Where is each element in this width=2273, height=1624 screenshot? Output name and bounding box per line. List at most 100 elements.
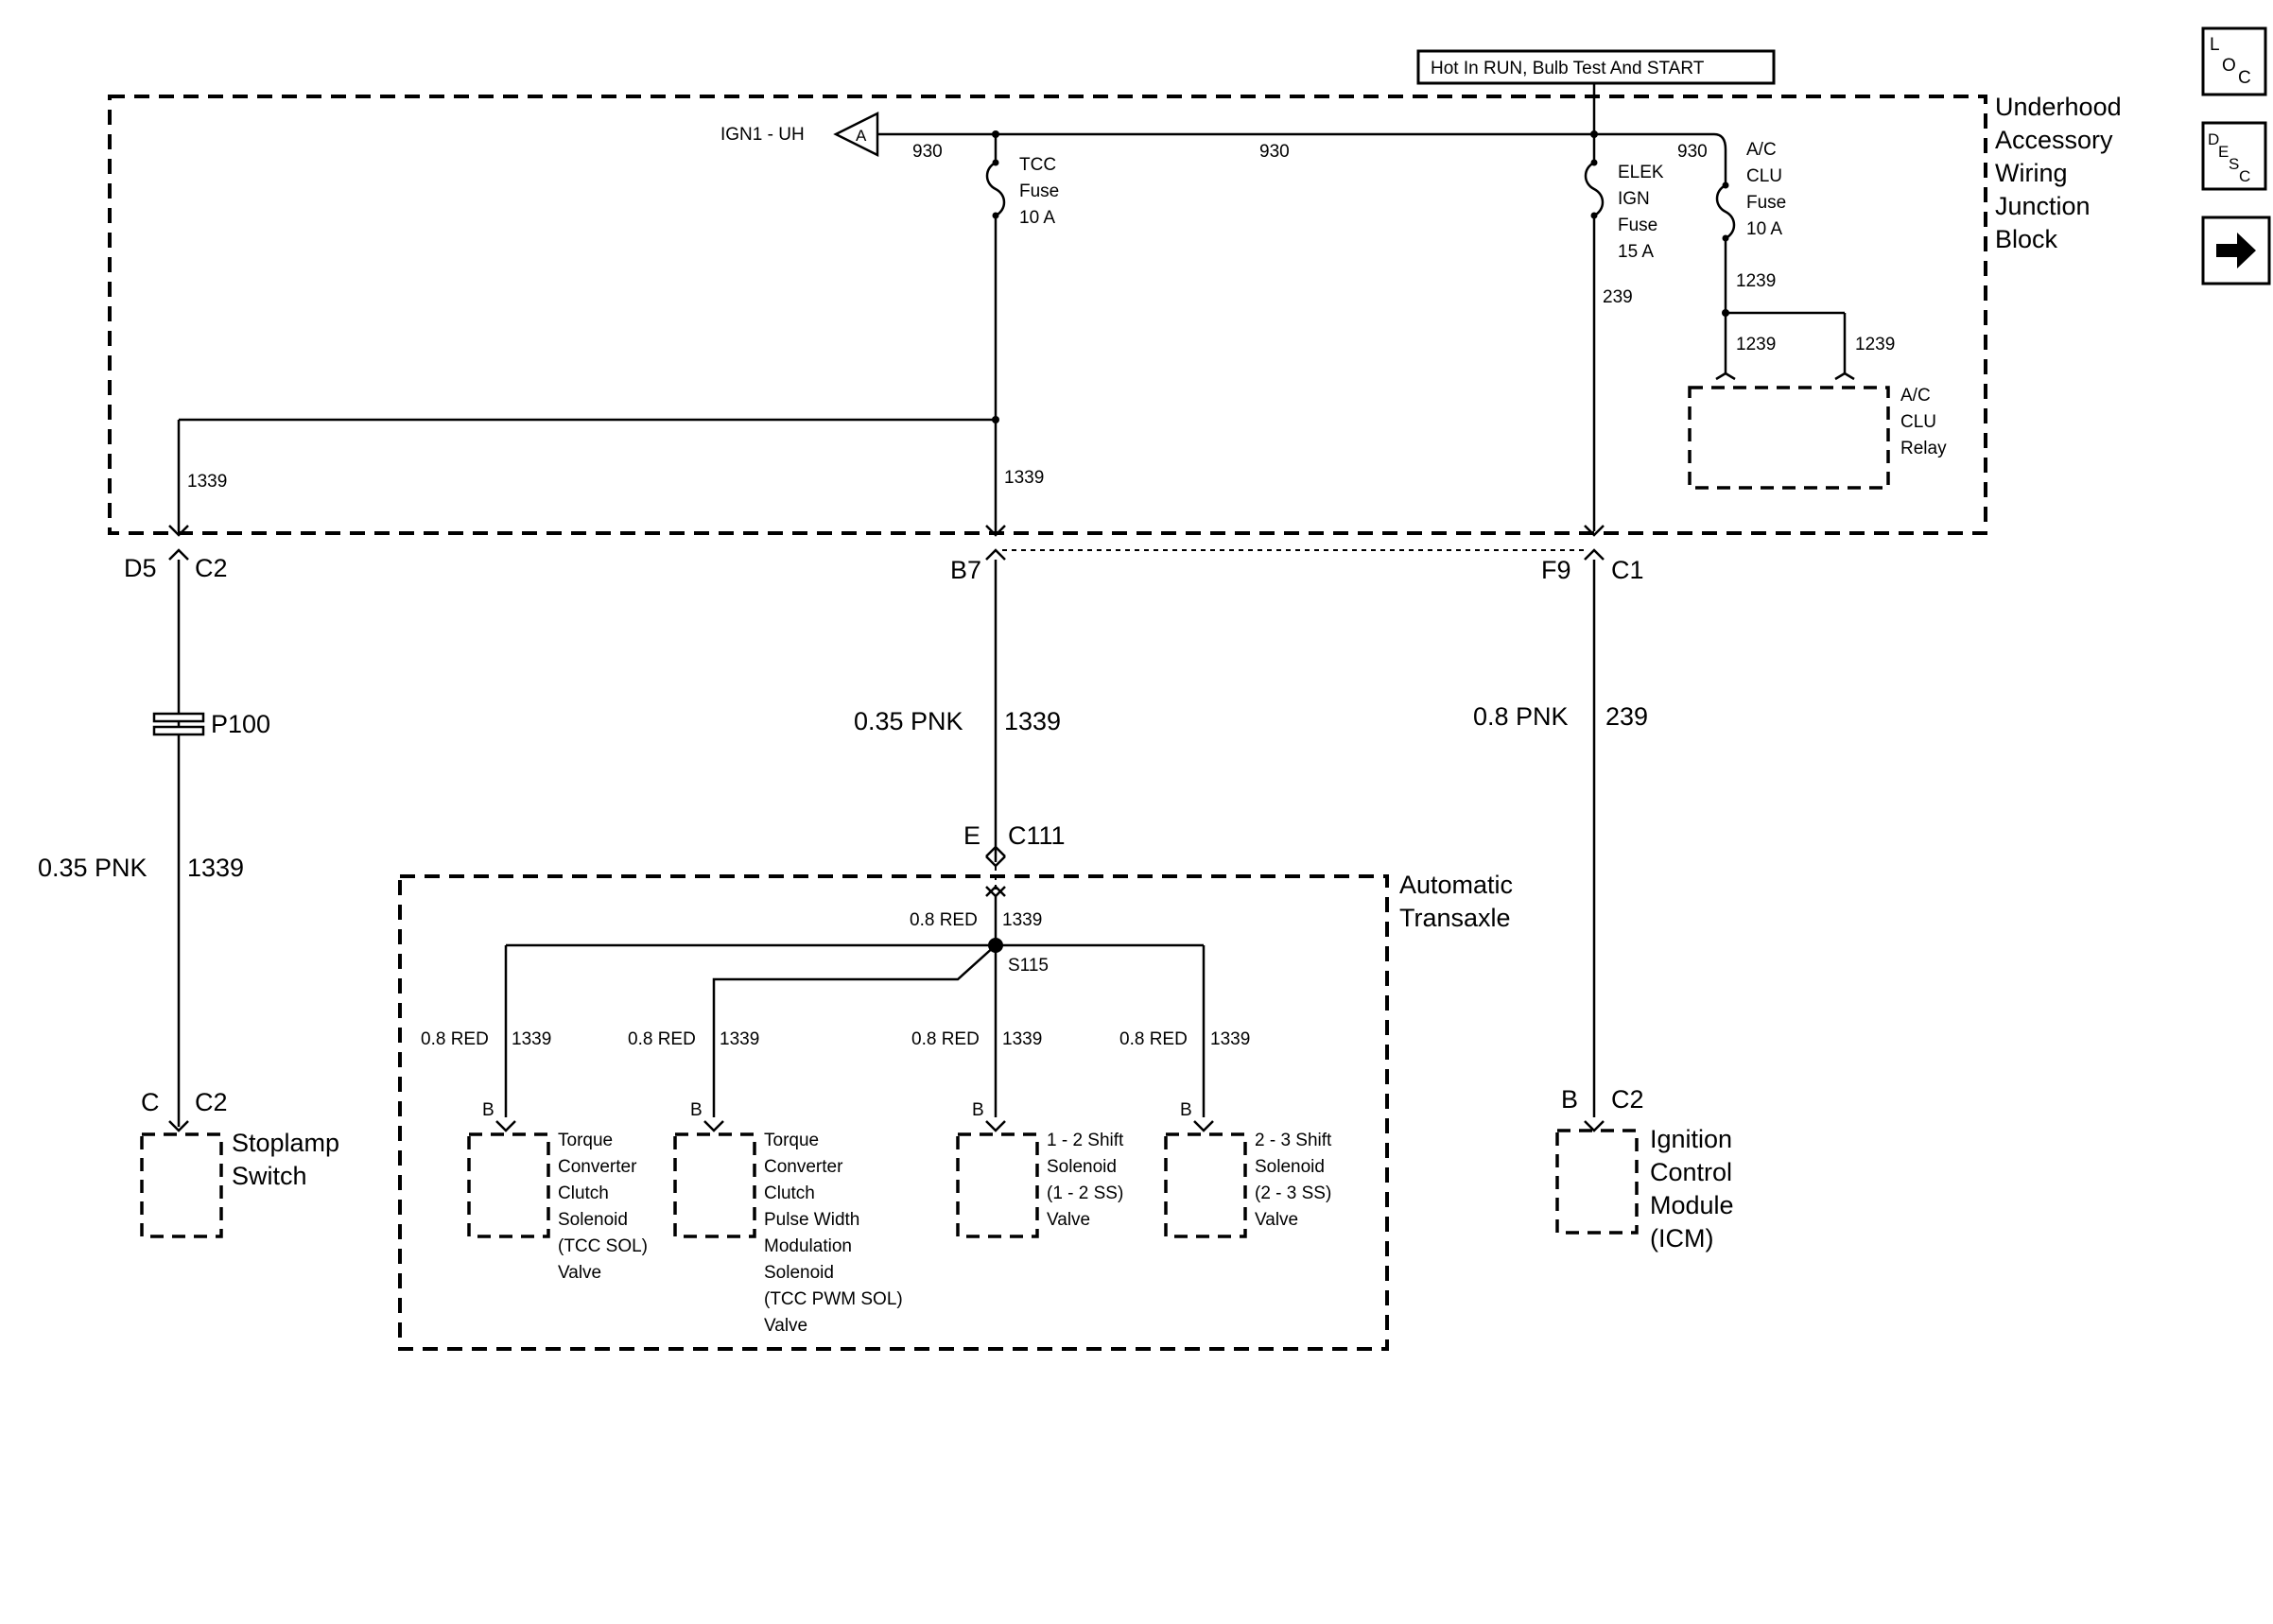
svg-text:Wiring: Wiring <box>1995 159 2068 187</box>
right-wire-circuit: 239 <box>1605 702 1648 731</box>
connector-c1: C1 <box>1611 556 1644 584</box>
next-button[interactable] <box>2201 216 2271 285</box>
svg-text:L: L <box>2210 35 2220 55</box>
right-wire-color: 0.8 PNK <box>1473 702 1569 731</box>
arrow-right-icon <box>2216 233 2256 268</box>
svg-text:(TCC SOL): (TCC SOL) <box>558 1236 648 1256</box>
svg-text:CLU: CLU <box>1900 412 1936 432</box>
svg-text:Fuse: Fuse <box>1618 216 1657 235</box>
svg-text:Valve: Valve <box>764 1316 807 1336</box>
ign1-ref: A <box>856 127 867 145</box>
svg-text:Switch: Switch <box>232 1162 307 1190</box>
svg-text:C: C <box>2238 68 2251 88</box>
svg-text:Control: Control <box>1650 1158 1732 1186</box>
mid-wire-color: 0.35 PNK <box>854 707 963 735</box>
pin-b7: B7 <box>950 556 981 584</box>
branch1-color: 0.8 RED <box>421 1029 489 1049</box>
svg-text:Pulse Width: Pulse Width <box>764 1210 859 1230</box>
svg-text:10 A: 10 A <box>1019 208 1055 228</box>
svg-text:Automatic: Automatic <box>1399 871 1513 899</box>
elek-fuse-symbol <box>1584 161 1605 217</box>
wire-239-inner: 239 <box>1603 287 1633 307</box>
supply-label-box <box>1416 49 1776 85</box>
wire-1239-a: 1239 <box>1736 271 1776 291</box>
pin-d5: D5 <box>124 554 157 582</box>
stoplamp-pin: C <box>141 1088 160 1116</box>
red-top-circuit: 1339 <box>1002 910 1042 930</box>
icm-connector: C2 <box>1611 1085 1644 1114</box>
ac-fuse-symbol <box>1715 183 1736 240</box>
transaxle-label: Automatic Transaxle <box>1399 871 1513 932</box>
elek-fuse-label: ELEK IGN Fuse 15 A <box>1618 163 1664 262</box>
icm-label: Ignition Control Module (ICM) <box>1650 1125 1734 1253</box>
branch4-circuit: 1339 <box>1210 1029 1250 1049</box>
wire-930-c: 930 <box>1677 142 1708 162</box>
svg-text:Underhood: Underhood <box>1995 93 2122 121</box>
svg-text:(2 - 3 SS): (2 - 3 SS) <box>1255 1183 1331 1203</box>
ac-fuse-label: A/C CLU Fuse 10 A <box>1746 140 1786 239</box>
wire-1339-mid-inner: 1339 <box>1004 468 1044 488</box>
pin-b-3: B <box>972 1100 984 1120</box>
left-wire-circuit: 1339 <box>187 854 244 882</box>
svg-text:Fuse: Fuse <box>1019 181 1059 201</box>
branch1-circuit: 1339 <box>512 1029 551 1049</box>
svg-text:(TCC PWM SOL): (TCC PWM SOL) <box>764 1289 903 1309</box>
svg-text:C: C <box>2239 167 2250 185</box>
wire-1239-b: 1239 <box>1736 335 1776 354</box>
desc-button[interactable]: D E S C <box>2201 121 2267 191</box>
connector-c2-left: C2 <box>195 554 228 582</box>
wire-930-a: 930 <box>912 142 943 162</box>
wire-1239-c: 1239 <box>1855 335 1895 354</box>
svg-text:Torque: Torque <box>558 1131 613 1150</box>
junction-block-label: Underhood Accessory Wiring Junction Bloc… <box>1995 93 2122 253</box>
svg-text:Transaxle: Transaxle <box>1399 904 1511 932</box>
branch4-color: 0.8 RED <box>1119 1029 1188 1049</box>
c111-connector-symbol <box>985 845 1006 898</box>
branch2-circuit: 1339 <box>720 1029 759 1049</box>
pin-f9: F9 <box>1541 556 1571 584</box>
stoplamp-switch-box <box>140 1132 223 1238</box>
ss12-label: 1 - 2 Shift Solenoid (1 - 2 SS) Valve <box>1047 1131 1124 1230</box>
svg-text:Clutch: Clutch <box>558 1183 609 1203</box>
svg-text:A/C: A/C <box>1900 386 1931 406</box>
svg-text:E: E <box>2218 143 2229 161</box>
tcc-sol-box <box>467 1132 550 1238</box>
svg-text:2 - 3 Shift: 2 - 3 Shift <box>1255 1131 1332 1150</box>
stoplamp-connector: C2 <box>195 1088 228 1116</box>
branch2-color: 0.8 RED <box>628 1029 696 1049</box>
svg-text:IGN: IGN <box>1618 189 1650 209</box>
svg-text:Solenoid: Solenoid <box>1255 1157 1325 1177</box>
ss12-box <box>956 1132 1039 1238</box>
pin-b-1: B <box>482 1100 495 1120</box>
svg-text:Junction: Junction <box>1995 192 2091 220</box>
tcc-fuse-label: TCC Fuse 10 A <box>1019 155 1059 228</box>
svg-text:Clutch: Clutch <box>764 1183 815 1203</box>
ss23-box <box>1164 1132 1247 1238</box>
wire-1339-left-inner: 1339 <box>187 472 227 492</box>
tcc-pwm-sol-box <box>673 1132 756 1238</box>
svg-text:A/C: A/C <box>1746 140 1777 160</box>
junction-block-outline <box>108 95 1987 535</box>
svg-text:15 A: 15 A <box>1618 242 1654 262</box>
svg-text:Valve: Valve <box>1255 1210 1298 1230</box>
icm-pin: B <box>1561 1085 1578 1114</box>
supply-label: Hot In RUN, Bulb Test And START <box>1431 59 1705 78</box>
loc-button[interactable]: L O C <box>2201 26 2267 96</box>
svg-text:TCC: TCC <box>1019 155 1056 175</box>
connector-c111: C111 <box>1008 821 1066 850</box>
svg-text:Torque: Torque <box>764 1131 819 1150</box>
svg-text:Valve: Valve <box>1047 1210 1090 1230</box>
ign1-label: IGN1 - UH <box>720 125 805 145</box>
pin-b-4: B <box>1180 1100 1192 1120</box>
mid-wire-circuit: 1339 <box>1004 707 1061 735</box>
branch3-color: 0.8 RED <box>911 1029 980 1049</box>
svg-text:Stoplamp: Stoplamp <box>232 1129 339 1157</box>
svg-text:Solenoid: Solenoid <box>558 1210 628 1230</box>
svg-text:Valve: Valve <box>558 1263 601 1283</box>
svg-text:Accessory: Accessory <box>1995 126 2113 154</box>
svg-text:(ICM): (ICM) <box>1650 1224 1713 1253</box>
svg-text:1 - 2 Shift: 1 - 2 Shift <box>1047 1131 1124 1150</box>
svg-text:Module: Module <box>1650 1191 1734 1219</box>
svg-text:O: O <box>2222 56 2236 76</box>
